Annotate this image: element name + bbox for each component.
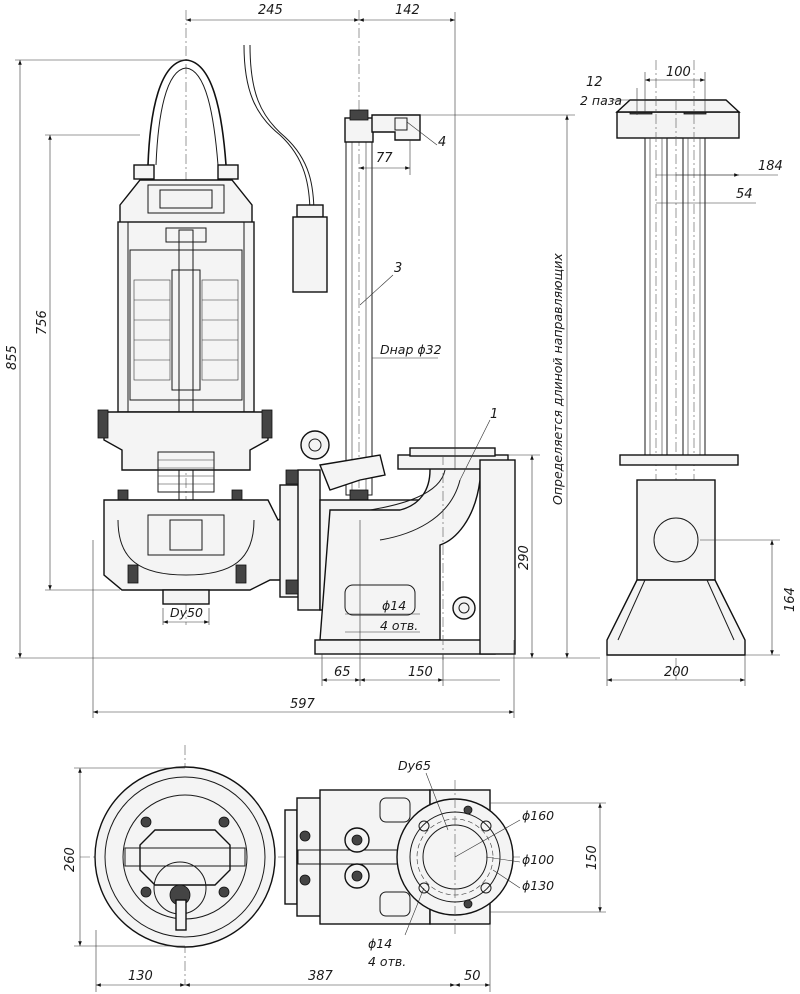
dim-12: 12 <box>586 75 603 90</box>
plan-hole-count-label: 4 отв. <box>368 954 406 969</box>
dim-65: 65 <box>334 665 351 680</box>
dim-150-base: 150 <box>408 665 433 680</box>
plan-hole-dia-label: ϕ14 <box>368 936 392 951</box>
callout-4: 4 <box>438 135 446 150</box>
dim-142: 142 <box>395 3 420 18</box>
dim-290: 290 <box>517 545 532 570</box>
pump-front-view <box>97 10 321 625</box>
dim-50: 50 <box>464 969 481 984</box>
base-elbow <box>300 430 516 660</box>
dim-184: 184 <box>758 159 783 174</box>
cable-and-float <box>243 44 328 293</box>
outlet-dn-label: Dy65 <box>398 758 431 773</box>
dim-855: 855 <box>5 345 20 370</box>
dim-387: 387 <box>308 969 334 984</box>
dim-54: 54 <box>736 187 753 202</box>
dim-756: 756 <box>35 310 50 335</box>
dim-150-plan: 150 <box>585 845 600 870</box>
flange-130-label: ϕ130 <box>522 878 554 893</box>
dim-245: 245 <box>258 3 283 18</box>
flange-160-label: ϕ160 <box>522 808 554 823</box>
hole-dia-label: ϕ14 <box>382 598 406 613</box>
side-view <box>606 60 746 680</box>
pipe-dia-label: Dнар ϕ32 <box>380 342 442 357</box>
dim-100-side: 100 <box>666 65 691 80</box>
inlet-dn-label: Dy50 <box>170 605 203 620</box>
flange-100-label: ϕ100 <box>522 852 554 867</box>
callout-1: 1 <box>490 407 498 422</box>
callout-3: 3 <box>394 261 402 276</box>
dim-77: 77 <box>376 151 393 166</box>
hole-count-label: 4 отв. <box>380 618 418 633</box>
guide-length-note: Определяется длиной направляющих <box>550 253 565 505</box>
dim-260: 260 <box>63 847 78 872</box>
slots-note: 2 паза <box>580 93 622 108</box>
dimension-labels: 245 142 855 756 77 290 Определяется длин… <box>5 3 798 984</box>
dim-597: 597 <box>290 697 316 712</box>
dim-130: 130 <box>128 969 153 984</box>
plan-view <box>80 745 520 985</box>
dim-164: 164 <box>783 587 798 612</box>
dim-200: 200 <box>664 665 689 680</box>
guide-pipe <box>344 10 421 520</box>
dimension-lines <box>15 12 780 992</box>
